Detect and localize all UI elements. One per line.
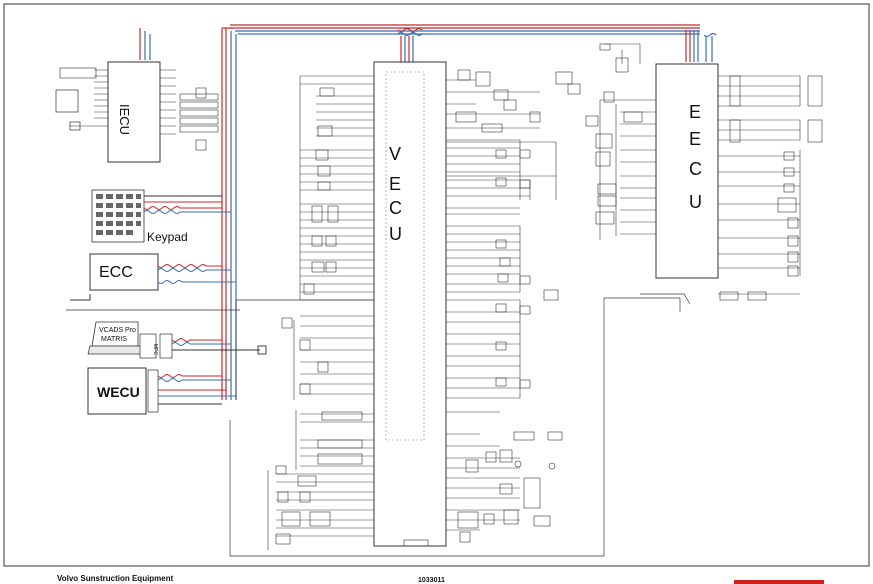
matris-module: VCADS Pro MATRIS MPC — [87, 321, 267, 359]
eecu-module: E E C U — [655, 63, 719, 279]
vecu-letter-2: E — [389, 174, 401, 194]
vecu-left-wiring — [267, 75, 374, 550]
eecu-right-components — [719, 75, 823, 301]
keypad-module: Keypad — [91, 189, 231, 244]
eecu-letter-2: E — [689, 129, 701, 149]
bottom-ground-bus — [229, 293, 691, 557]
vecu-letter-3: C — [389, 198, 402, 218]
vecu-letter-1: V — [389, 144, 401, 164]
footer-bar: Volvo Sunstruction Equipment 1033011 — [0, 568, 873, 584]
eecu-right-wiring — [718, 75, 801, 295]
ecc-module: ECC — [66, 253, 240, 311]
iecu-module: IECU — [55, 61, 219, 163]
wecu-label: WECU — [97, 384, 140, 400]
ecc-label: ECC — [99, 264, 133, 281]
twisted-pair-top-eecu — [685, 30, 717, 62]
mpc-label: MPC — [152, 344, 158, 356]
twisted-pair-top-vecu — [397, 27, 423, 62]
keypad-label: Keypad — [147, 230, 188, 244]
vecu-module: V E C U — [373, 61, 447, 547]
vecu-right-components — [455, 69, 599, 543]
matris-label-1: VCADS Pro — [99, 327, 136, 334]
eecu-letter-3: C — [689, 159, 702, 179]
top-power-bus — [139, 24, 700, 60]
eecu-letter-4: U — [689, 192, 702, 212]
vecu-letter-4: U — [389, 224, 402, 244]
diagram-frame — [3, 3, 870, 567]
vecu-right-wiring — [446, 79, 557, 531]
footer-document-number: 1033011 — [418, 577, 445, 584]
matris-label-2: MATRIS — [101, 336, 127, 343]
wecu-module: WECU — [87, 367, 236, 415]
volvo-logo-icon — [734, 580, 824, 584]
eecu-letter-1: E — [689, 102, 701, 122]
iecu-label: IECU — [117, 104, 132, 135]
eecu-left-wiring — [599, 43, 656, 240]
iecu-output-labels — [179, 87, 219, 151]
eecu-left-components — [595, 43, 643, 225]
footer-company-name: Volvo Sunstruction Equipment — [57, 574, 174, 583]
vecu-left-components — [275, 87, 363, 545]
